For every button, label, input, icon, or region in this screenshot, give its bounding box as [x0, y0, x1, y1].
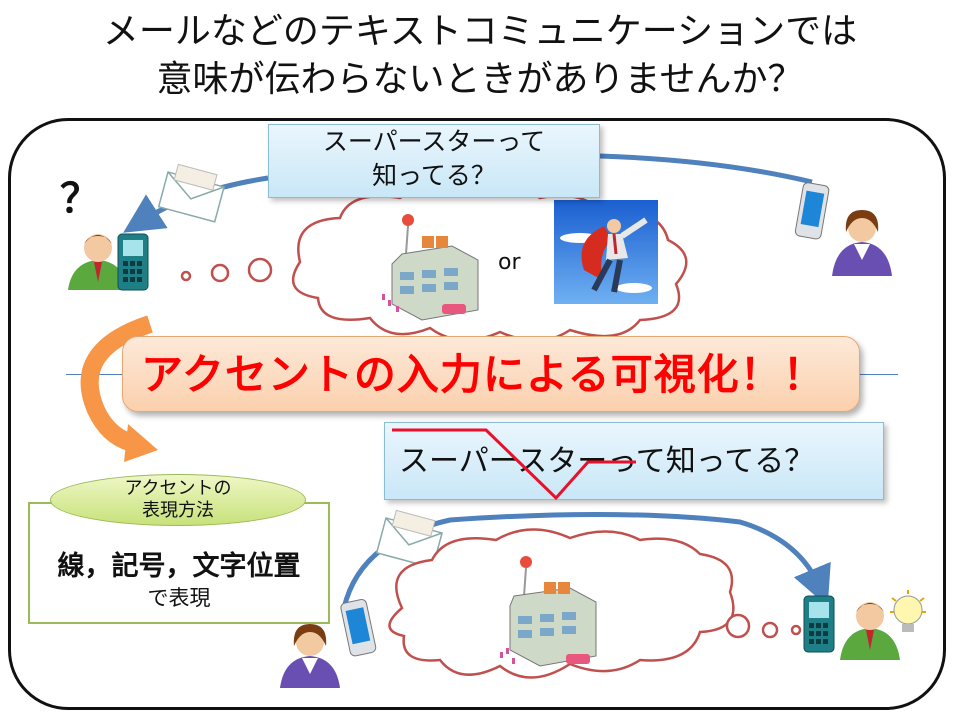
bottom-callout-text: スーパースターって知ってる？ — [399, 444, 815, 479]
building-icon — [382, 214, 479, 321]
scene-frame — [8, 118, 946, 710]
page-title: メールなどのテキストコミュニケーションでは 意味が伝わらないときがありませんか？ — [0, 8, 960, 104]
smartphone-icon — [340, 599, 377, 657]
title-line-1: メールなどのテキストコミュニケーションでは — [102, 11, 858, 52]
question-mark-icon: ？ — [60, 175, 100, 222]
email-envelope-icon — [157, 163, 225, 223]
woman-person-icon — [832, 210, 892, 276]
transition-arrow — [80, 315, 158, 462]
method-badge: アクセントの 表現方法 — [50, 474, 306, 526]
superhero-icon — [554, 200, 658, 304]
lightbulb-icon — [890, 590, 926, 632]
top-callout-line-2: 知ってる？ — [372, 161, 496, 190]
top-callout: スーパースターって 知ってる？ — [268, 124, 600, 198]
building-icon — [500, 556, 597, 667]
method-sub-text: で表現 — [147, 586, 211, 610]
title-line-2: 意味が伝わらないときがありませんか？ — [156, 59, 804, 100]
thought-bubbles-bottom — [725, 613, 802, 639]
thought-bubbles-top — [180, 257, 273, 283]
or-label: or — [498, 250, 521, 275]
man-person-icon — [840, 602, 900, 660]
method-main-text: 線，記号，文字位置 — [57, 551, 301, 582]
man-person-icon — [68, 234, 128, 290]
woman-person-icon — [280, 624, 340, 688]
method-badge-line-2: 表現方法 — [142, 500, 214, 521]
top-callout-line-1: スーパースターって — [322, 127, 546, 156]
feature-phone-icon — [117, 233, 149, 291]
smartphone-icon — [794, 182, 830, 240]
method-badge-line-1: アクセントの — [124, 478, 232, 499]
feature-phone-icon — [803, 595, 835, 653]
bottom-callout: スーパースターって知ってる？ — [384, 422, 884, 500]
visualization-banner: アクセントの入力による可視化！！ — [122, 336, 860, 412]
